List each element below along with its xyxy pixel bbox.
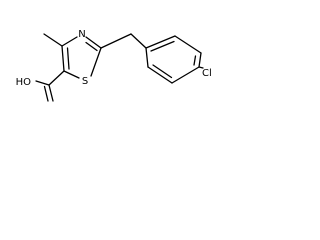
bond-benz-inner-a: [150, 40, 175, 52]
atom-label-n: N: [78, 29, 85, 40]
bond-c2-ch2: [100, 33, 132, 49]
bond-methyl: [43, 33, 63, 47]
atom-label-oh: HO: [16, 77, 32, 88]
bond-benz-1-2: [145, 35, 176, 49]
bond-benz-3-4: [198, 52, 202, 68]
bond-c4-n3: [61, 36, 78, 47]
bond-n3-c2: [85, 36, 102, 49]
bond-c5-carboxyl: [48, 70, 65, 86]
bond-n3-c2-inner: [85, 41, 98, 52]
molecule-structure: N S HO Cl: [16, 29, 212, 102]
bond-benzene-cl: [198, 66, 204, 69]
atom-label-s: S: [82, 76, 88, 87]
bond-ch2-benzene: [130, 33, 147, 49]
atom-label-cl: Cl: [202, 68, 212, 79]
bond-c4-c5: [61, 45, 65, 72]
bond-benz-4-5: [171, 66, 200, 84]
bond-carboxyl-o: [48, 84, 54, 102]
bond-benz-inner-b: [193, 55, 197, 66]
bond-carboxyl-o-inner: [43, 85, 49, 102]
bond-benz-5-6: [147, 66, 173, 84]
bond-benz-6-1: [145, 47, 149, 68]
bond-benz-inner-c: [152, 64, 173, 79]
atom-labels: N S HO Cl: [16, 29, 212, 88]
bonds: [35, 33, 204, 102]
bond-carboxyl-oh: [35, 80, 50, 86]
bond-c2-s1: [90, 47, 102, 77]
bond-c4-c5-inner: [66, 47, 70, 70]
bond-s1-c5: [63, 70, 80, 79]
bond-benz-2-3: [174, 35, 202, 54]
